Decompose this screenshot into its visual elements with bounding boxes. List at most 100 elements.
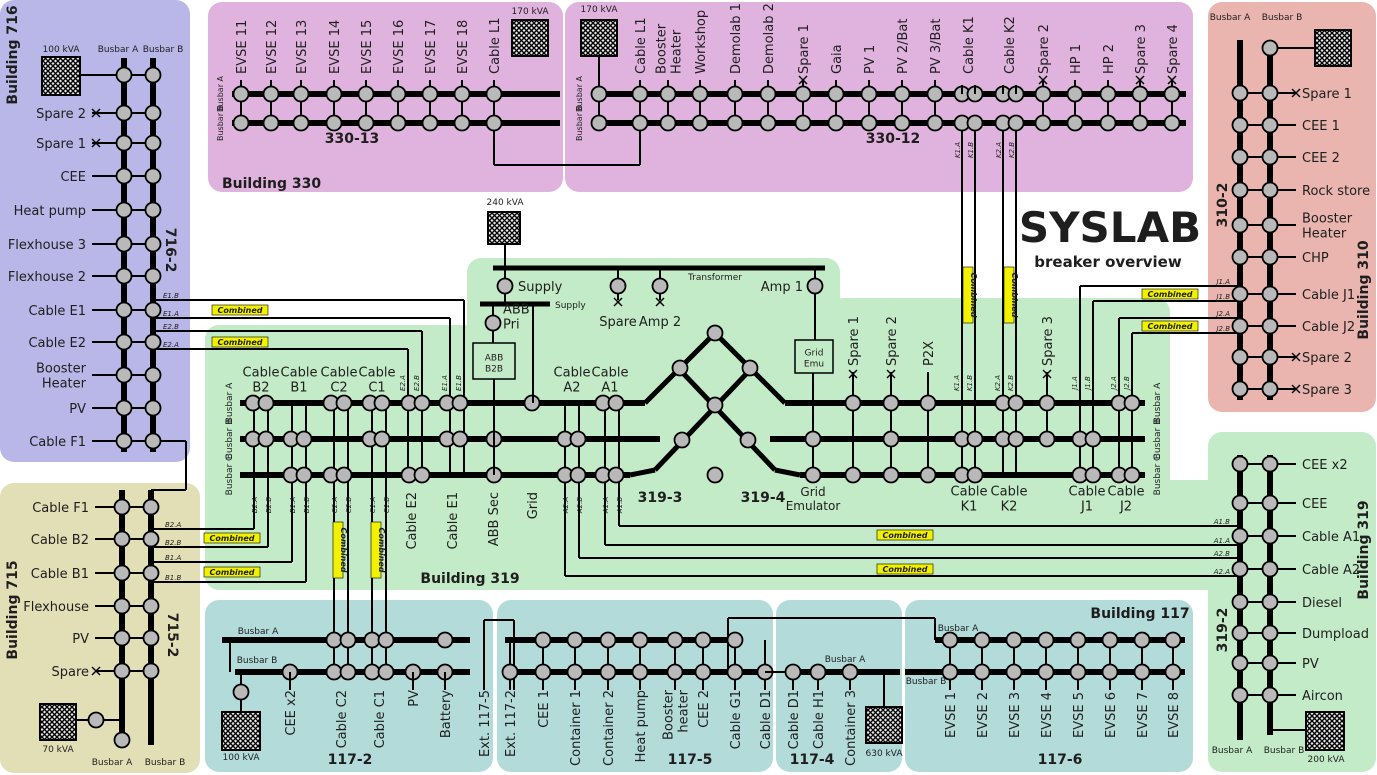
breaker[interactable] <box>882 466 900 484</box>
breaker[interactable] <box>1066 114 1084 132</box>
breaker[interactable] <box>844 394 862 412</box>
breaker[interactable] <box>144 432 162 450</box>
breaker[interactable] <box>1261 560 1279 578</box>
breaker[interactable] <box>1164 631 1182 649</box>
breaker[interactable] <box>1231 624 1249 642</box>
breaker[interactable] <box>706 466 724 484</box>
breaker[interactable] <box>1231 216 1249 234</box>
breaker[interactable] <box>113 731 131 749</box>
breaker[interactable] <box>142 597 160 615</box>
breaker[interactable] <box>1163 114 1181 132</box>
breaker[interactable] <box>115 66 133 84</box>
breaker[interactable] <box>1261 455 1279 473</box>
breaker[interactable] <box>453 114 471 132</box>
breaker[interactable] <box>794 114 812 132</box>
breaker[interactable] <box>1038 394 1056 412</box>
breaker[interactable] <box>1261 181 1279 199</box>
breaker[interactable] <box>115 235 133 253</box>
breaker[interactable] <box>144 301 162 319</box>
breaker[interactable] <box>1231 317 1249 335</box>
breaker[interactable] <box>1131 85 1149 103</box>
breaker[interactable] <box>1133 631 1151 649</box>
breaker[interactable] <box>1123 394 1141 412</box>
breaker[interactable] <box>1084 466 1102 484</box>
breaker[interactable] <box>919 394 937 412</box>
breaker[interactable] <box>1231 348 1249 366</box>
breaker[interactable] <box>671 359 689 377</box>
breaker[interactable] <box>590 114 608 132</box>
breaker[interactable] <box>144 66 162 84</box>
breaker[interactable] <box>1231 116 1249 134</box>
breaker[interactable] <box>115 167 133 185</box>
breaker[interactable] <box>1034 85 1052 103</box>
breaker[interactable] <box>1007 114 1025 132</box>
breaker[interactable] <box>421 114 439 132</box>
breaker[interactable] <box>232 114 250 132</box>
breaker[interactable] <box>726 631 744 649</box>
breaker[interactable] <box>1069 631 1087 649</box>
breaker[interactable] <box>1133 663 1151 681</box>
breaker[interactable] <box>451 430 469 448</box>
breaker[interactable] <box>262 85 280 103</box>
breaker[interactable] <box>926 114 944 132</box>
breaker[interactable] <box>1231 84 1249 102</box>
breaker[interactable] <box>389 85 407 103</box>
breaker[interactable] <box>599 631 617 649</box>
breaker[interactable] <box>739 431 757 449</box>
breaker[interactable] <box>1101 663 1119 681</box>
breaker[interactable] <box>1261 248 1279 266</box>
breaker[interactable] <box>113 597 131 615</box>
breaker[interactable] <box>1231 654 1249 672</box>
breaker[interactable] <box>893 114 911 132</box>
breaker[interactable] <box>1261 216 1279 234</box>
breaker[interactable] <box>115 104 133 122</box>
breaker[interactable] <box>806 277 824 295</box>
breaker[interactable] <box>144 267 162 285</box>
breaker[interactable] <box>1261 84 1279 102</box>
breaker[interactable] <box>1231 248 1249 266</box>
breaker[interactable] <box>144 333 162 351</box>
breaker[interactable] <box>325 114 343 132</box>
breaker[interactable] <box>115 134 133 152</box>
breaker[interactable] <box>1261 116 1279 134</box>
breaker[interactable] <box>1101 631 1119 649</box>
breaker[interactable] <box>726 114 744 132</box>
breaker[interactable] <box>113 629 131 647</box>
breaker[interactable] <box>413 466 431 484</box>
breaker[interactable] <box>144 104 162 122</box>
breaker[interactable] <box>142 564 160 582</box>
breaker[interactable] <box>706 396 724 414</box>
breaker[interactable] <box>339 631 357 649</box>
breaker[interactable] <box>413 394 431 412</box>
breaker[interactable] <box>144 366 162 384</box>
breaker[interactable] <box>784 663 802 681</box>
breaker[interactable] <box>115 301 133 319</box>
breaker[interactable] <box>1231 686 1249 704</box>
breaker[interactable] <box>1069 663 1087 681</box>
breaker[interactable] <box>609 277 627 295</box>
breaker[interactable] <box>377 631 395 649</box>
breaker[interactable] <box>607 394 625 412</box>
breaker[interactable] <box>534 631 552 649</box>
breaker[interactable] <box>142 530 160 548</box>
breaker[interactable] <box>1261 527 1279 545</box>
breaker[interactable] <box>389 114 407 132</box>
breaker[interactable] <box>659 85 677 103</box>
breaker[interactable] <box>1261 317 1279 335</box>
breaker[interactable] <box>1163 85 1181 103</box>
breaker[interactable] <box>144 167 162 185</box>
breaker[interactable] <box>566 663 584 681</box>
breaker[interactable] <box>363 663 381 681</box>
breaker[interactable] <box>485 114 503 132</box>
breaker[interactable] <box>809 663 827 681</box>
breaker[interactable] <box>115 432 133 450</box>
breaker[interactable] <box>694 663 712 681</box>
breaker[interactable] <box>941 663 959 681</box>
breaker[interactable] <box>1037 663 1055 681</box>
breaker[interactable] <box>599 663 617 681</box>
breaker[interactable] <box>373 430 391 448</box>
breaker[interactable] <box>651 277 669 295</box>
breaker[interactable] <box>257 394 275 412</box>
breaker[interactable] <box>1231 380 1249 398</box>
breaker[interactable] <box>292 114 310 132</box>
